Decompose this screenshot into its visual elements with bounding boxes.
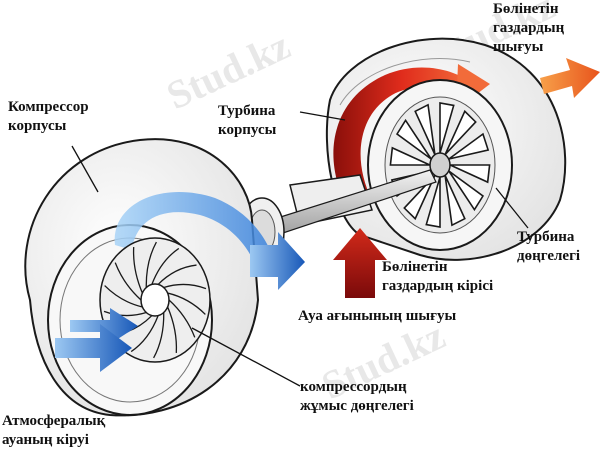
- label-air-outlet-text: Ауа ағынының шығуы: [298, 308, 457, 324]
- compressor-blade: [103, 310, 147, 317]
- label-compressor-wheel: компрессордың жұмыс дөңгелегі: [300, 378, 414, 416]
- air-inlet-arrow-top: [70, 308, 138, 344]
- label-air-inlet-line2: ауаның кіруі: [2, 432, 89, 448]
- compressor-blade: [167, 292, 206, 315]
- exhaust-outlet-arrow: [540, 58, 600, 98]
- turbine-blade: [395, 118, 432, 160]
- exhaust-flow-band: [333, 67, 470, 212]
- compressor-blade: [132, 247, 143, 294]
- compressor-blade: [114, 262, 142, 301]
- label-turbine-wheel-line1: Турбина: [517, 229, 575, 245]
- leader-compressor-wheel: [191, 327, 301, 387]
- label-exhaust-outlet: Бөлінетін газдардың шығуы: [493, 0, 564, 57]
- label-compressor-housing-line1: Компрессор: [8, 99, 89, 115]
- label-exhaust-outlet-line2: газдардың: [493, 20, 565, 36]
- label-air-outlet: Ауа ағынының шығуы: [298, 307, 456, 326]
- label-air-inlet: Атмосфералық ауаның кіруі: [2, 412, 105, 450]
- leader-compressor-housing: [71, 145, 99, 193]
- compressor-blade: [157, 264, 197, 285]
- label-compressor-wheel-line2: жұмыс дөңгелегі: [300, 398, 414, 414]
- label-turbine-housing-line2: корпусы: [218, 122, 277, 138]
- label-exhaust-inlet-line1: Бөлінетін: [382, 259, 448, 275]
- turbine-blade: [389, 146, 431, 166]
- compressor-blade: [153, 312, 165, 359]
- turbine-wheel: [367, 79, 513, 251]
- compressed-air-flow-band: [114, 192, 271, 262]
- exhaust-inlet-arrow: [333, 228, 387, 298]
- label-exhaust-outlet-line1: Бөлінетін: [493, 1, 559, 17]
- compressor-blade: [168, 299, 196, 338]
- turbine-blade: [444, 109, 477, 156]
- turbine-blade: [403, 174, 436, 221]
- turbine-blade: [439, 102, 455, 154]
- label-compressor-wheel-line1: компрессордың: [300, 379, 407, 395]
- label-turbine-wheel: Турбина дөңгелегі: [517, 228, 580, 266]
- compressor-blade: [130, 315, 159, 353]
- compressor-blade: [163, 283, 207, 290]
- label-exhaust-inlet-line2: газдардың кірісі: [382, 278, 494, 294]
- turbine-blade: [414, 103, 436, 155]
- compressor-blade: [104, 285, 143, 308]
- leader-turbine-wheel: [495, 187, 529, 229]
- label-exhaust-outlet-line3: шығуы: [493, 39, 544, 55]
- air-inlet-arrows: [55, 308, 138, 372]
- label-compressor-housing-line2: корпусы: [8, 118, 67, 134]
- compressor-blade: [167, 306, 178, 353]
- air-inlet-arrow-bottom: [55, 324, 132, 372]
- label-air-inlet-line1: Атмосфералық: [2, 413, 106, 429]
- label-turbine-housing-line1: Турбина: [218, 103, 276, 119]
- air-outlet-arrow: [250, 232, 305, 290]
- turbine-blade: [425, 176, 441, 228]
- leader-turbine-housing: [299, 111, 346, 121]
- label-turbine-housing: Турбина корпусы: [218, 102, 276, 140]
- turbine-blade: [449, 164, 491, 184]
- label-compressor-housing: Компрессор корпусы: [8, 98, 89, 136]
- label-exhaust-inlet: Бөлінетін газдардың кірісі: [382, 258, 493, 296]
- leader-lines: [71, 111, 529, 387]
- turbine-blade: [448, 132, 490, 160]
- compressor-blade: [151, 247, 180, 285]
- compressor-blade: [145, 241, 157, 288]
- turbine-blade: [448, 170, 485, 212]
- label-turbine-wheel-line2: дөңгелегі: [517, 248, 581, 264]
- turbine-blade: [444, 175, 466, 227]
